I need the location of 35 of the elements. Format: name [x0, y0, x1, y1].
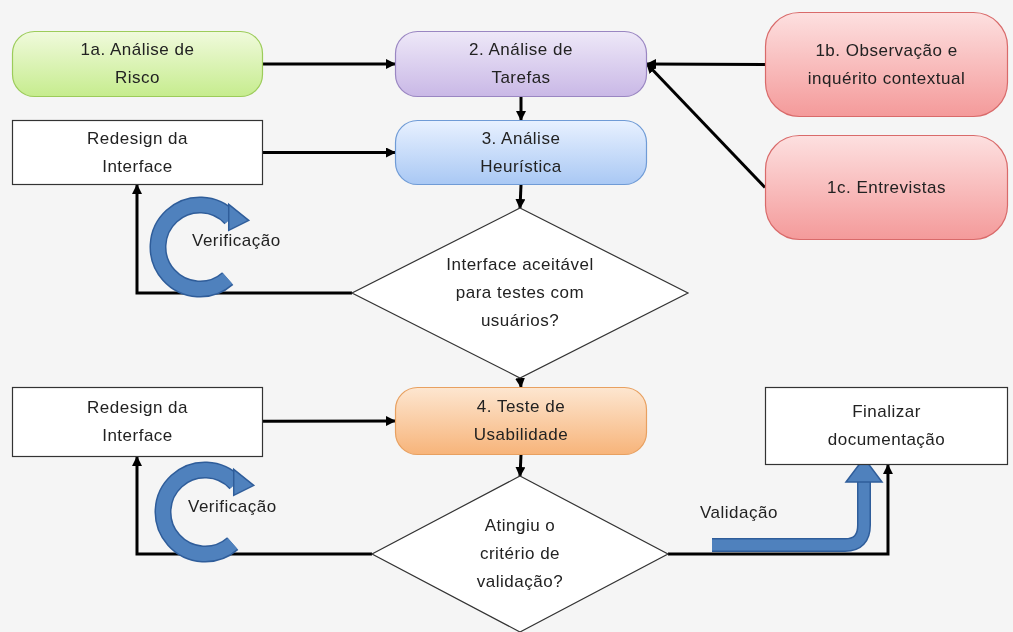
node-text: Redesign da Interface — [86, 397, 189, 447]
process-box — [395, 387, 647, 455]
node-text: Redesign da Interface — [86, 127, 189, 178]
note-label: Verificação — [188, 497, 277, 517]
arrow — [515, 454, 526, 477]
arrow — [646, 59, 765, 70]
node-text: Interface aceitável para testes com usuários? — [445, 254, 595, 332]
note-label: Verificação — [192, 231, 281, 251]
process-box — [12, 31, 263, 97]
arrow — [263, 59, 396, 69]
process-box — [395, 120, 647, 185]
arrow — [515, 184, 526, 209]
node-text: 1b. Observação e inquérito contextual — [806, 39, 967, 90]
node-text: Finalizar documentação — [826, 401, 947, 451]
process-box — [12, 120, 263, 185]
process-box — [395, 31, 647, 97]
decision-diamond — [352, 208, 688, 378]
node-text: 1c. Entrevistas — [827, 176, 946, 199]
process-box — [765, 387, 1008, 465]
process-box — [765, 135, 1008, 240]
arrow — [263, 416, 396, 426]
note-label: Validação — [700, 503, 778, 523]
node-text: 4. Teste de Usabilidade — [472, 396, 570, 446]
arrow — [132, 184, 352, 295]
process-box — [12, 387, 263, 457]
arrow — [515, 377, 525, 388]
arrow — [668, 464, 893, 556]
arrow — [516, 97, 526, 121]
node-text: 2. Análise de Tarefas — [468, 39, 574, 89]
process-box — [765, 12, 1008, 117]
node-text: Atingiu o critério de validação? — [475, 515, 565, 593]
arrow — [263, 147, 396, 158]
decision-diamond — [372, 476, 668, 632]
node-text: 3. Análise Heurística — [479, 127, 563, 178]
node-text: 1a. Análise de Risco — [79, 39, 196, 89]
